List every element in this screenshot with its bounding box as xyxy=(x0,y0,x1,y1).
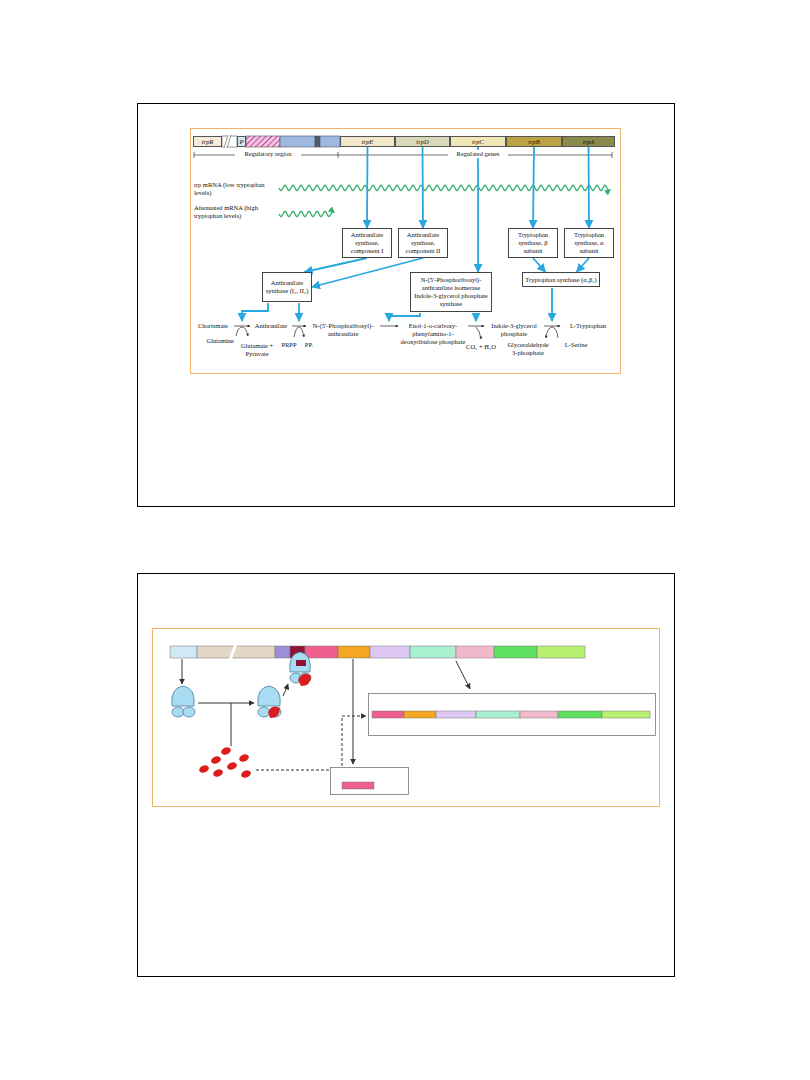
node-text: trpB xyxy=(528,137,540,146)
compound-label: Enol-1-o-carboxy-phenylamino-1-deoxyribu… xyxy=(400,322,466,345)
compound-label: Chorismate xyxy=(194,322,232,330)
mrna-label: Attenuated mRNA (high tryptophan levels) xyxy=(194,204,276,220)
enzyme-box: Tryptophan synthase, α subunit xyxy=(564,228,614,258)
node-text: trpA xyxy=(583,137,595,146)
node-text: Anthranilate synthase, component II xyxy=(401,231,445,254)
node-text: trpR xyxy=(202,137,214,146)
flow-arrow xyxy=(533,258,545,272)
node-text: trpC xyxy=(472,137,484,146)
mrna-wave xyxy=(279,185,610,190)
node-text: Tryptophan synthase, β subunit xyxy=(511,231,555,254)
flow-arrow xyxy=(477,147,479,272)
flow-arrow xyxy=(305,258,368,272)
compound-label: N-(5′-Phosphoribosyl)-anthranilate xyxy=(308,322,378,338)
enzyme-box: Tryptophan synthase, β subunit xyxy=(508,228,558,258)
cofactor-label: PPᵢ xyxy=(302,341,316,349)
node-text: trpD xyxy=(416,137,428,146)
node-text: Tryptophan synthase (α₂β₂) xyxy=(525,276,596,284)
node-text: Anthranilate synthase (I₂, II₂) xyxy=(265,279,309,295)
flow-arrow xyxy=(422,147,424,228)
cofactor-label: L-Serine xyxy=(556,341,596,349)
enzyme-box: Tryptophan synthase (α₂β₂) xyxy=(522,272,600,287)
node-text: P xyxy=(240,137,244,146)
gene-segment: trpE xyxy=(340,136,395,147)
compound-label: Anthranilate xyxy=(252,322,290,330)
figure-border xyxy=(153,629,660,807)
region-label: Regulated genes xyxy=(448,150,508,158)
gene-segment: trpB xyxy=(506,136,562,147)
flow-arrow xyxy=(533,147,534,228)
flow-arrow xyxy=(577,258,589,272)
promoter-segment: P xyxy=(237,136,246,147)
flow-arrow xyxy=(312,258,423,287)
mrna-label: trp mRNA (low tryptophan levels) xyxy=(194,181,276,197)
enzyme-box: Anthranilate synthase, component I xyxy=(342,228,392,258)
node-text: trpE xyxy=(362,137,374,146)
flow-arrow xyxy=(588,147,590,228)
enzyme-box: N-(5′-Phosphoribosyl)-anthranilate isome… xyxy=(410,272,492,312)
gene-segment: trpA xyxy=(562,136,615,147)
slide-frame xyxy=(138,104,675,507)
node-text: N-(5′-Phosphoribosyl)-anthranilate isome… xyxy=(413,276,489,307)
gene-segment: trpC xyxy=(450,136,506,147)
enzyme-box: Anthranilate synthase, component II xyxy=(398,228,448,258)
attenuation-illustration xyxy=(170,644,656,795)
gene-bar xyxy=(222,135,340,148)
node-text: Anthranilate synthase, component I xyxy=(345,231,389,254)
enzyme-box: Anthranilate synthase (I₂, II₂) xyxy=(262,272,312,302)
cofactor-label: Glutamate + Pyruvate xyxy=(238,342,276,358)
gene-segment: trpR xyxy=(193,136,222,147)
compound-label: Indole-3-glycerol phosphate xyxy=(486,322,542,338)
cofactor-label: CO₂ + H₂O xyxy=(466,343,496,351)
region-label: Regulatory region xyxy=(235,150,301,158)
flow-arrow xyxy=(366,147,368,228)
mrna-wave xyxy=(279,211,334,216)
compound-label: L-Tryptophan xyxy=(562,322,614,330)
cofactor-label: Glutamine xyxy=(196,337,234,345)
node-text: Tryptophan synthase, α subunit xyxy=(567,231,611,254)
slide-frame xyxy=(138,574,675,977)
cofactor-label: PRPP xyxy=(278,341,300,349)
cofactor-label: Glyceraldehyde 3-phosphate xyxy=(506,341,550,357)
figure-border xyxy=(191,129,621,374)
gene-segment: trpD xyxy=(395,136,450,147)
